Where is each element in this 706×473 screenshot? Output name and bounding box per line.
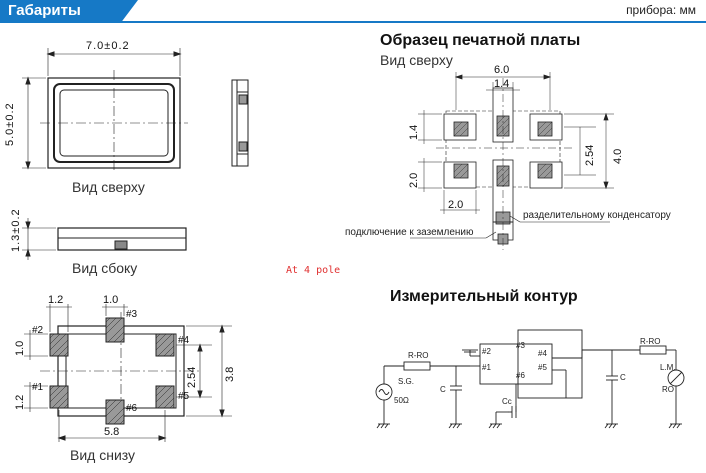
top-width-dim: 7.0±0.2 <box>86 40 130 52</box>
pcb-width-dim: 6.0 <box>494 64 510 76</box>
pin-4-label: #4 <box>178 335 190 346</box>
load-r-label: RO <box>662 385 674 394</box>
cap-c-label: Cc <box>502 397 512 406</box>
top-height-dim: 5.0±0.2 <box>4 102 16 146</box>
bottom-view-label: Вид снизу <box>70 447 136 463</box>
circuit-title: Измерительный контур <box>390 288 578 305</box>
bottom-left-dim-2: 1.2 <box>14 394 26 410</box>
svg-text:#6: #6 <box>516 371 525 380</box>
pin-1-label: #1 <box>32 382 44 393</box>
pin-6-label: #6 <box>126 403 138 414</box>
bottom-total-dim: 3.8 <box>224 366 236 382</box>
pcb-title: Образец печатной платы <box>380 32 581 49</box>
pin-5-label: #5 <box>178 391 190 402</box>
header-underline <box>0 21 706 23</box>
ground-callout: подключение к заземлению <box>345 227 474 238</box>
cap-left-label: C <box>440 385 446 394</box>
side-view-label: Вид сбоку <box>72 260 138 276</box>
top-view-label: Вид сверху <box>72 179 145 195</box>
pcb-left-bottom-dim: 2.0 <box>408 172 420 188</box>
side-height-dim: 1.3±0.2 <box>10 208 22 252</box>
pcb-subtitle: Вид сверху <box>380 52 453 68</box>
svg-text:#1: #1 <box>482 363 491 372</box>
circuit-drawing: R-RO R-RO S.G. 50Ω C C Cc L.M. RO #2 #3 … <box>375 329 685 429</box>
bottom-pad-width-1: 1.2 <box>48 294 64 306</box>
r-in-label: R-RO <box>408 351 428 360</box>
svg-text:#2: #2 <box>482 347 491 356</box>
header-tab <box>0 0 138 22</box>
pcb-left-top-dim: 1.4 <box>408 124 420 140</box>
svg-text:#4: #4 <box>538 349 547 358</box>
pcb-center-dim: 1.4 <box>494 78 510 90</box>
source-label: S.G. <box>398 377 414 386</box>
svg-text:#5: #5 <box>538 363 547 372</box>
bottom-pitch-dim: 2.54 <box>186 366 198 388</box>
package-drawings <box>22 48 249 442</box>
capacitor-callout: разделительному конденсатору <box>523 210 671 221</box>
pcb-bottom-dim: 2.0 <box>448 199 464 211</box>
pcb-pitch-dim: 2.54 <box>584 144 596 166</box>
pin-2-label: #2 <box>32 325 44 336</box>
bottom-view-drawing <box>24 304 232 442</box>
bottom-width-dim: 5.8 <box>104 426 120 438</box>
bottom-pad-width-2: 1.0 <box>103 294 119 306</box>
pcb-drawing <box>410 72 614 250</box>
pole-note: At 4 pole <box>286 265 341 276</box>
svg-text:#3: #3 <box>516 341 525 350</box>
source-imp: 50Ω <box>394 396 409 405</box>
units-caption: прибора: мм <box>626 3 696 17</box>
pin-3-label: #3 <box>126 309 138 320</box>
section-title: Габариты <box>8 2 81 19</box>
pcb-total-dim: 4.0 <box>612 148 624 164</box>
r-out-label: R-RO <box>640 337 660 346</box>
cap-right-label: C <box>620 373 626 382</box>
load-label: L.M. <box>660 363 676 372</box>
side-view-drawing <box>22 218 187 260</box>
end-view-drawing <box>231 79 249 167</box>
top-view-drawing <box>22 48 188 172</box>
bottom-left-dim-1: 1.0 <box>14 340 26 356</box>
